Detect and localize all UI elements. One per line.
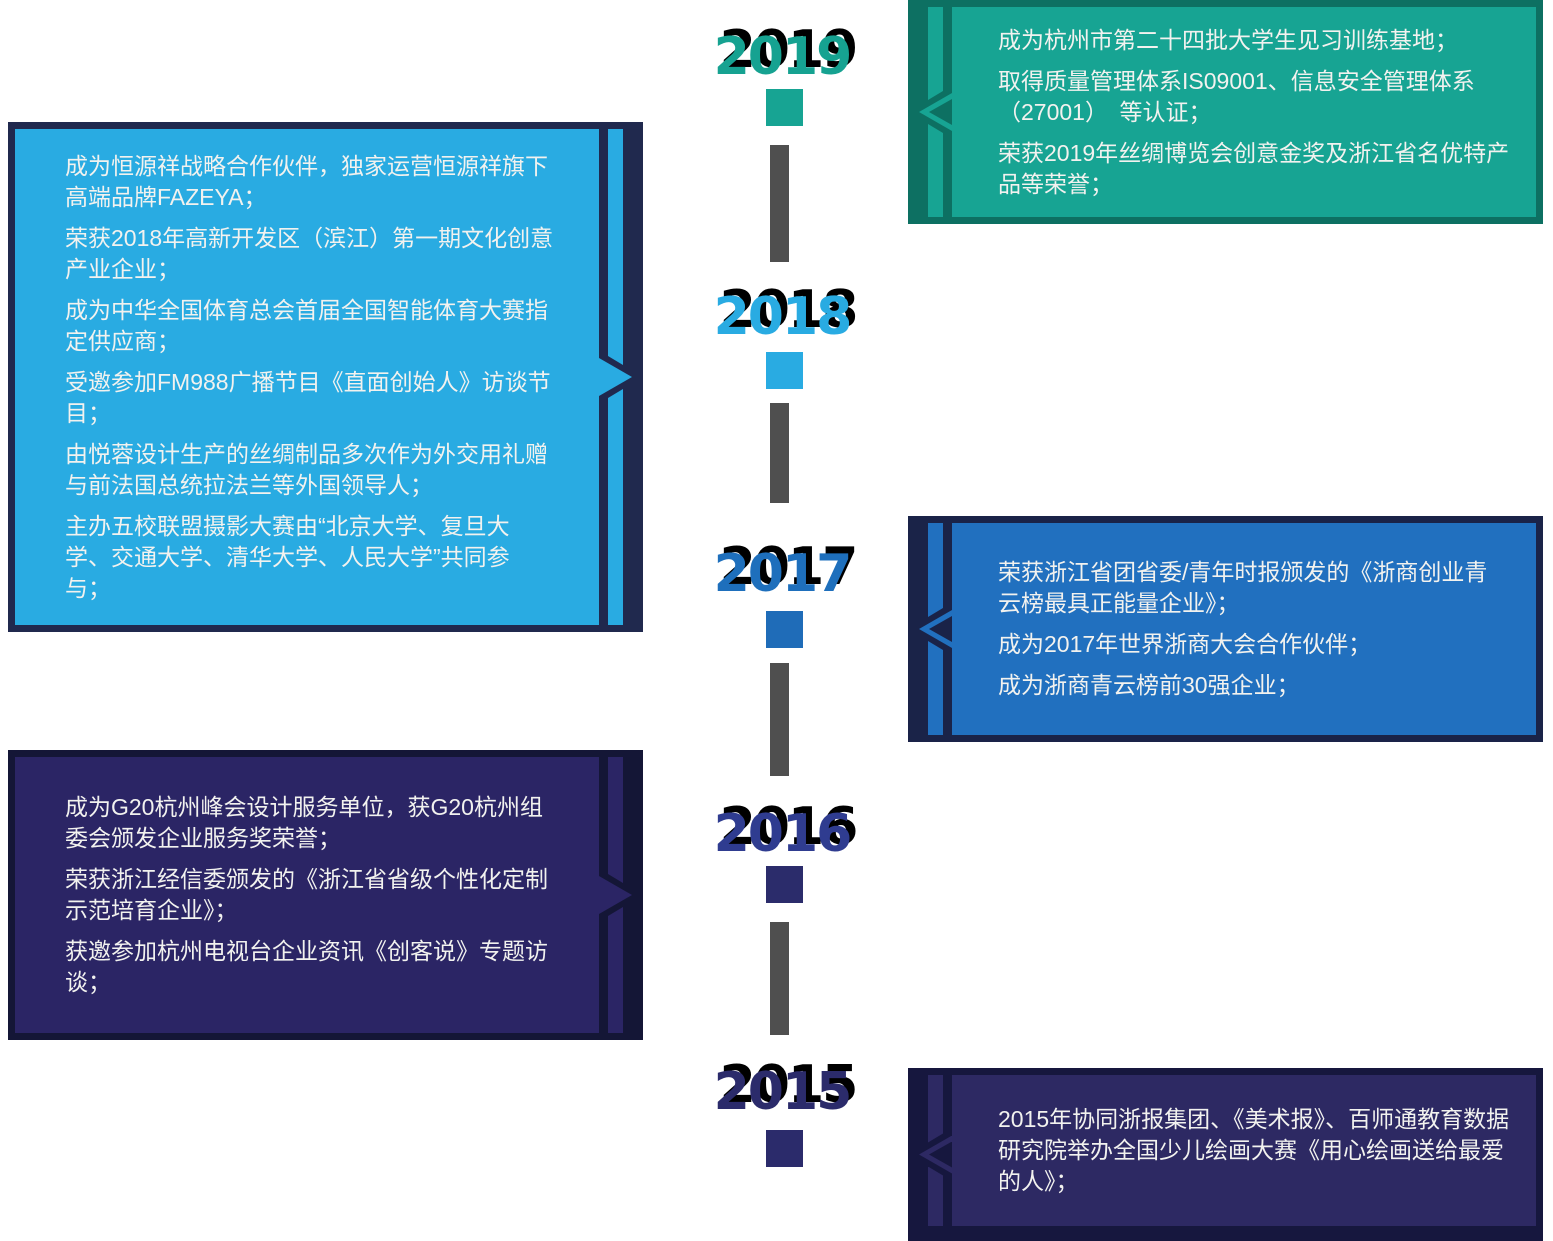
year-marker-square-2017 xyxy=(766,611,803,648)
achievement-item: 成为中华全国体育总会首届全国智能体育大赛指定供应商； xyxy=(65,296,548,354)
achievement-item: 成为2017年世界浙商大会合作伙伴； xyxy=(998,631,1372,657)
achievement-item: 主办五校联盟摄影大赛由“北京大学、复旦大学、交通大学、清华大学、人民大学”共同参… xyxy=(65,512,510,601)
card-content: 成为恒源祥战略合作伙伴，独家运营恒源祥旗下高端品牌FAZEYA； 荣获2018年… xyxy=(15,129,599,625)
year-label-2015: 2015 xyxy=(713,1062,853,1122)
triangle-right-icon xyxy=(599,358,632,396)
achievement-item: 受邀参加FM988广播节目《直面创始人》访谈节目； xyxy=(65,368,551,426)
axis-dash xyxy=(770,922,789,1035)
year-marker-square-2016 xyxy=(766,866,803,903)
achievement-item: 获邀参加杭州电视台企业资讯《创客说》专题访谈； xyxy=(65,938,548,995)
card-edge-strip xyxy=(928,641,943,735)
card-edge-strip xyxy=(608,389,623,625)
achievement-item: 荣获2018年高新开发区（滨江）第一期文化创意产业企业； xyxy=(65,224,554,282)
achievement-item: 取得质量管理体系IS09001、信息安全管理体系（27001） 等认证； xyxy=(998,67,1475,125)
timeline-card-2015: 2015年协同浙报集团、《美术报》、百师通教育数据研究院举办全国少儿绘画大赛《用… xyxy=(908,1068,1543,1241)
card-content: 成为G20杭州峰会设计服务单位，获G20杭州组委会颁发企业服务奖荣誉； 荣获浙江… xyxy=(15,757,599,1033)
achievement-item: 成为G20杭州峰会设计服务单位，获G20杭州组委会颁发企业服务奖荣誉； xyxy=(65,794,543,851)
year-marker-square-2015 xyxy=(766,1130,803,1167)
axis-dash xyxy=(770,403,789,503)
year-label-2018: 2018 xyxy=(713,287,853,347)
timeline-card-2019: 成为杭州市第二十四批大学生见习训练基地； 取得质量管理体系IS09001、信息安… xyxy=(908,0,1543,224)
timeline-card-2018: 成为恒源祥战略合作伙伴，独家运营恒源祥旗下高端品牌FAZEYA； 荣获2018年… xyxy=(8,122,643,632)
card-content: 成为杭州市第二十四批大学生见习训练基地； 取得质量管理体系IS09001、信息安… xyxy=(952,7,1536,217)
achievement-item: 成为浙商青云榜前30强企业； xyxy=(998,672,1300,698)
year-label-2017: 2017 xyxy=(713,544,853,604)
card-edge-strip xyxy=(928,1166,943,1226)
card-content: 2015年协同浙报集团、《美术报》、百师通教育数据研究院举办全国少儿绘画大赛《用… xyxy=(952,1075,1536,1226)
achievement-item: 由悦蓉设计生产的丝绸制品多次作为外交用礼赠与前法国总统拉法兰等外国领导人； xyxy=(65,440,548,498)
achievement-item: 荣获2019年丝绸博览会创意金奖及浙江省名优特产品等荣誉； xyxy=(998,139,1510,197)
timeline-card-2017: 荣获浙江省团省委/青年时报颁发的《浙商创业青云榜最具正能量企业》； 成为2017… xyxy=(908,516,1543,742)
card-edge-strip xyxy=(608,129,623,365)
achievement-item: 荣获浙江经信委颁发的《浙江省省级个性化定制示范培育企业》； xyxy=(65,866,548,923)
achievement-item: 荣获浙江省团省委/青年时报颁发的《浙商创业青云榜最具正能量企业》； xyxy=(998,559,1488,616)
axis-dash xyxy=(770,145,789,262)
year-marker-square-2019 xyxy=(766,89,803,126)
timeline-card-2016: 成为G20杭州峰会设计服务单位，获G20杭州组委会颁发企业服务奖荣誉； 荣获浙江… xyxy=(8,750,643,1040)
card-edge-strip xyxy=(608,907,623,1033)
card-edge-strip xyxy=(928,1075,943,1143)
card-content: 荣获浙江省团省委/青年时报颁发的《浙商创业青云榜最具正能量企业》； 成为2017… xyxy=(952,523,1536,735)
card-edge-strip xyxy=(928,7,943,100)
achievement-item: 成为杭州市第二十四批大学生见习训练基地； xyxy=(998,26,1458,53)
year-label-2016: 2016 xyxy=(713,804,853,864)
achievement-item: 2015年协同浙报集团、《美术报》、百师通教育数据研究院举办全国少儿绘画大赛《用… xyxy=(998,1106,1510,1194)
year-label-2019: 2019 xyxy=(713,27,853,87)
triangle-right-icon xyxy=(599,876,632,914)
axis-dash xyxy=(770,663,789,776)
card-edge-strip xyxy=(928,124,943,217)
achievement-item: 成为恒源祥战略合作伙伴，独家运营恒源祥旗下高端品牌FAZEYA； xyxy=(65,152,548,210)
card-edge-strip xyxy=(608,757,623,883)
year-marker-square-2018 xyxy=(766,352,803,389)
card-edge-strip xyxy=(928,523,943,617)
